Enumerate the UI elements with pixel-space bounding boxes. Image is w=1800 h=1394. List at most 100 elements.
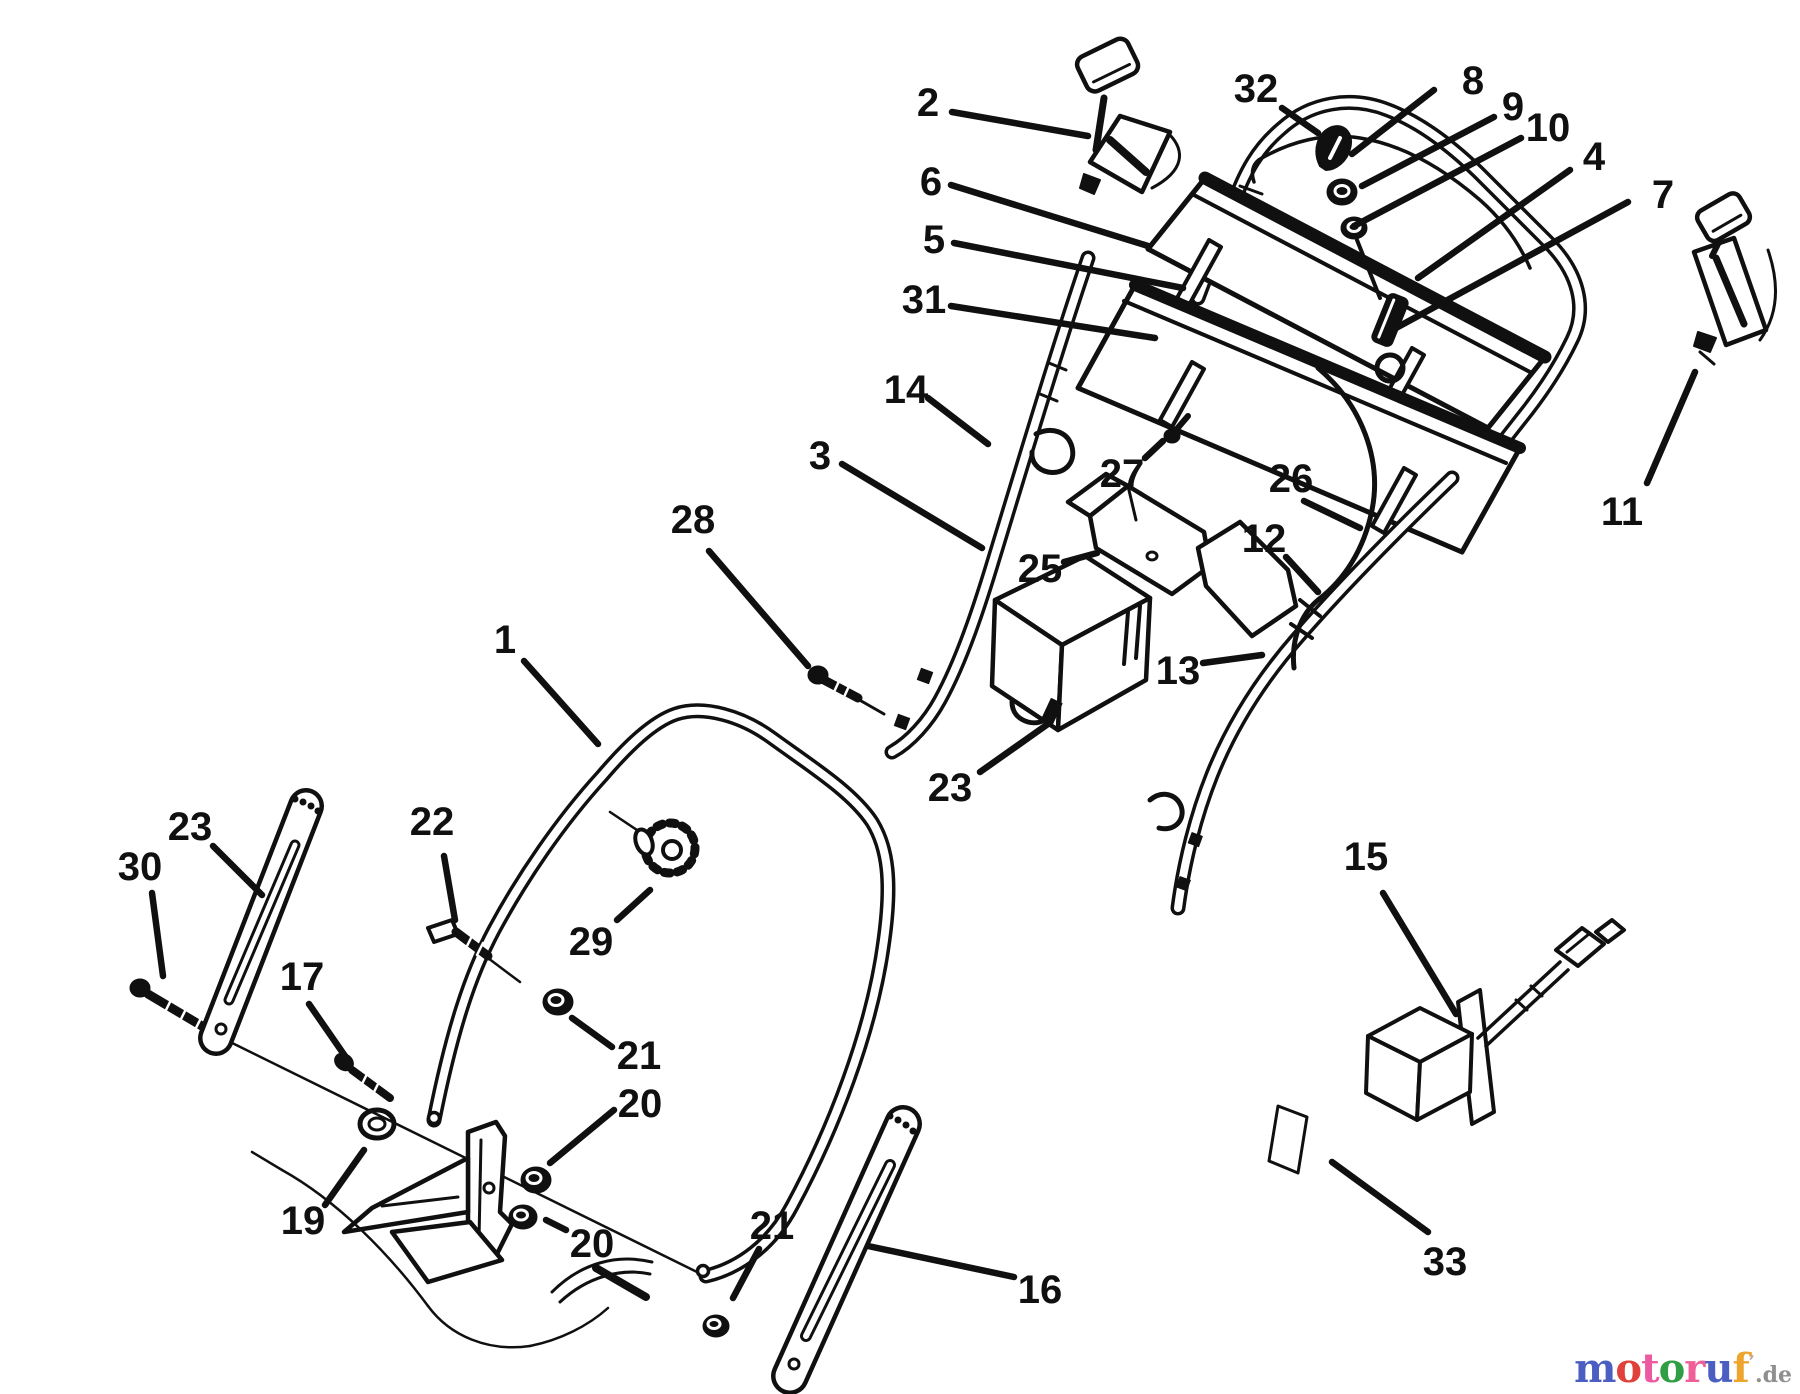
connector-tip [1594, 918, 1626, 944]
callout-label-23: 23 [928, 766, 973, 810]
bolt-22 [426, 918, 522, 984]
console-panel-top [1145, 171, 1552, 431]
screw-27 [1163, 413, 1191, 444]
logo-letter: o [1658, 1345, 1686, 1392]
callout-label-25: 25 [1018, 547, 1063, 591]
tube-hole [916, 667, 934, 685]
callout-label-33: 33 [1423, 1240, 1468, 1284]
cable-guide [1195, 519, 1299, 639]
flange-nut-21b [702, 1314, 730, 1338]
callout-leader-27 [1141, 437, 1167, 462]
callout-label-1: 1 [494, 618, 516, 662]
cable-clamp [1065, 471, 1213, 597]
callout-label-20: 20 [618, 1082, 663, 1126]
flange-nut-21 [542, 988, 574, 1016]
callout-leader-32 [1278, 104, 1322, 137]
flange-nut-20b [508, 1204, 538, 1230]
cable-hook [1029, 428, 1076, 475]
callout-label-4: 4 [1583, 135, 1606, 179]
callout-leader-20 [546, 1106, 618, 1167]
callout-leader-23 [976, 720, 1052, 776]
callout-label-6: 6 [920, 160, 942, 204]
callout-label-5: 5 [923, 218, 945, 262]
switch-assembly [1267, 918, 1626, 1175]
console-panel-bottom [1075, 279, 1526, 555]
callout-leader-11 [1643, 368, 1699, 487]
handle-tube-right [1170, 470, 1460, 916]
callout-label-10: 10 [1526, 106, 1571, 150]
callout-label-14: 14 [884, 368, 929, 412]
callout-label-29: 29 [569, 920, 614, 964]
callout-leader-7 [1392, 198, 1632, 332]
upper-handle-assembly [807, 36, 1778, 916]
logo-letter: o [1615, 1345, 1642, 1392]
callout-label-16: 16 [1018, 1268, 1063, 1312]
ignition-hardware [1315, 125, 1409, 384]
callout-leader-20 [542, 1216, 570, 1234]
callout-leader-12 [1282, 553, 1322, 596]
tube-hole [1175, 876, 1191, 892]
callout-label-30: 30 [118, 845, 163, 889]
callout-leader-17 [305, 1000, 349, 1060]
callout-leader-15 [1379, 889, 1460, 1018]
callout-leader-8 [1348, 86, 1438, 158]
deck-outline [250, 1150, 654, 1349]
tube-end-hole [426, 1110, 442, 1126]
callout-label-13: 13 [1156, 649, 1201, 693]
handle-knob [608, 810, 700, 878]
callout-leader-25 [1060, 549, 1101, 566]
callout-leader-6 [947, 181, 1152, 250]
callout-label-26: 26 [1269, 457, 1314, 501]
callout-leader-23 [209, 842, 266, 899]
hex-nut [1326, 178, 1358, 206]
callout-leader-29 [613, 886, 654, 924]
ignition-plunger [1371, 293, 1409, 347]
callout-label-9: 9 [1502, 85, 1524, 129]
callout-label-22: 22 [410, 800, 455, 844]
key-ring [1374, 352, 1406, 384]
throttle-lever-right [1691, 191, 1778, 366]
callout-leader-22 [440, 852, 459, 924]
callout-label-31: 31 [902, 278, 947, 322]
motoruf-logo-letters: motoruf [1574, 1345, 1750, 1392]
control-box [989, 553, 1153, 733]
callout-leader-13 [1199, 651, 1266, 667]
adjuster-strap-left [198, 788, 324, 1056]
lower-handle-tube [426, 703, 896, 1284]
adjuster-strap-right [771, 1105, 922, 1394]
callout-label-27: 27 [1100, 452, 1145, 496]
motoruf-logo-tick: ’ [1748, 1352, 1755, 1373]
logo-letter: f [1732, 1345, 1749, 1392]
callout-leader-31 [947, 302, 1159, 342]
handle-tube-left [884, 250, 1096, 760]
logo-letter: t [1641, 1345, 1660, 1392]
callout-label-23: 23 [168, 805, 213, 849]
callout-leader-1 [520, 657, 602, 748]
panel-slot [1370, 466, 1418, 535]
tube-end-hole [695, 1263, 711, 1279]
callout-leader-4 [1414, 166, 1574, 282]
screw-28 [807, 665, 886, 716]
pivot-axis-line [216, 1034, 699, 1274]
callout-label-28: 28 [671, 498, 716, 542]
callout-label-12: 12 [1242, 517, 1287, 561]
panel-slot [1158, 360, 1206, 429]
callout-label-21: 21 [617, 1034, 662, 1078]
callout-label-8: 8 [1462, 59, 1484, 103]
bolt-30 [129, 978, 217, 1037]
tube-hole [1187, 832, 1203, 848]
decal [1267, 1104, 1309, 1175]
callout-leader-5 [950, 239, 1187, 292]
bolt-17 [334, 1052, 394, 1102]
cable-hook [1147, 791, 1185, 832]
callout-leader-21 [729, 1245, 763, 1302]
callout-leader-26 [1300, 497, 1364, 532]
callout-label-7: 7 [1652, 173, 1674, 217]
callout-leader-9 [1358, 113, 1498, 190]
callout-label-19: 19 [281, 1199, 326, 1243]
motoruf-logo-suffix: .de [1754, 1362, 1792, 1388]
callout-leader-19 [321, 1146, 368, 1209]
callout-leader-2 [948, 108, 1092, 140]
